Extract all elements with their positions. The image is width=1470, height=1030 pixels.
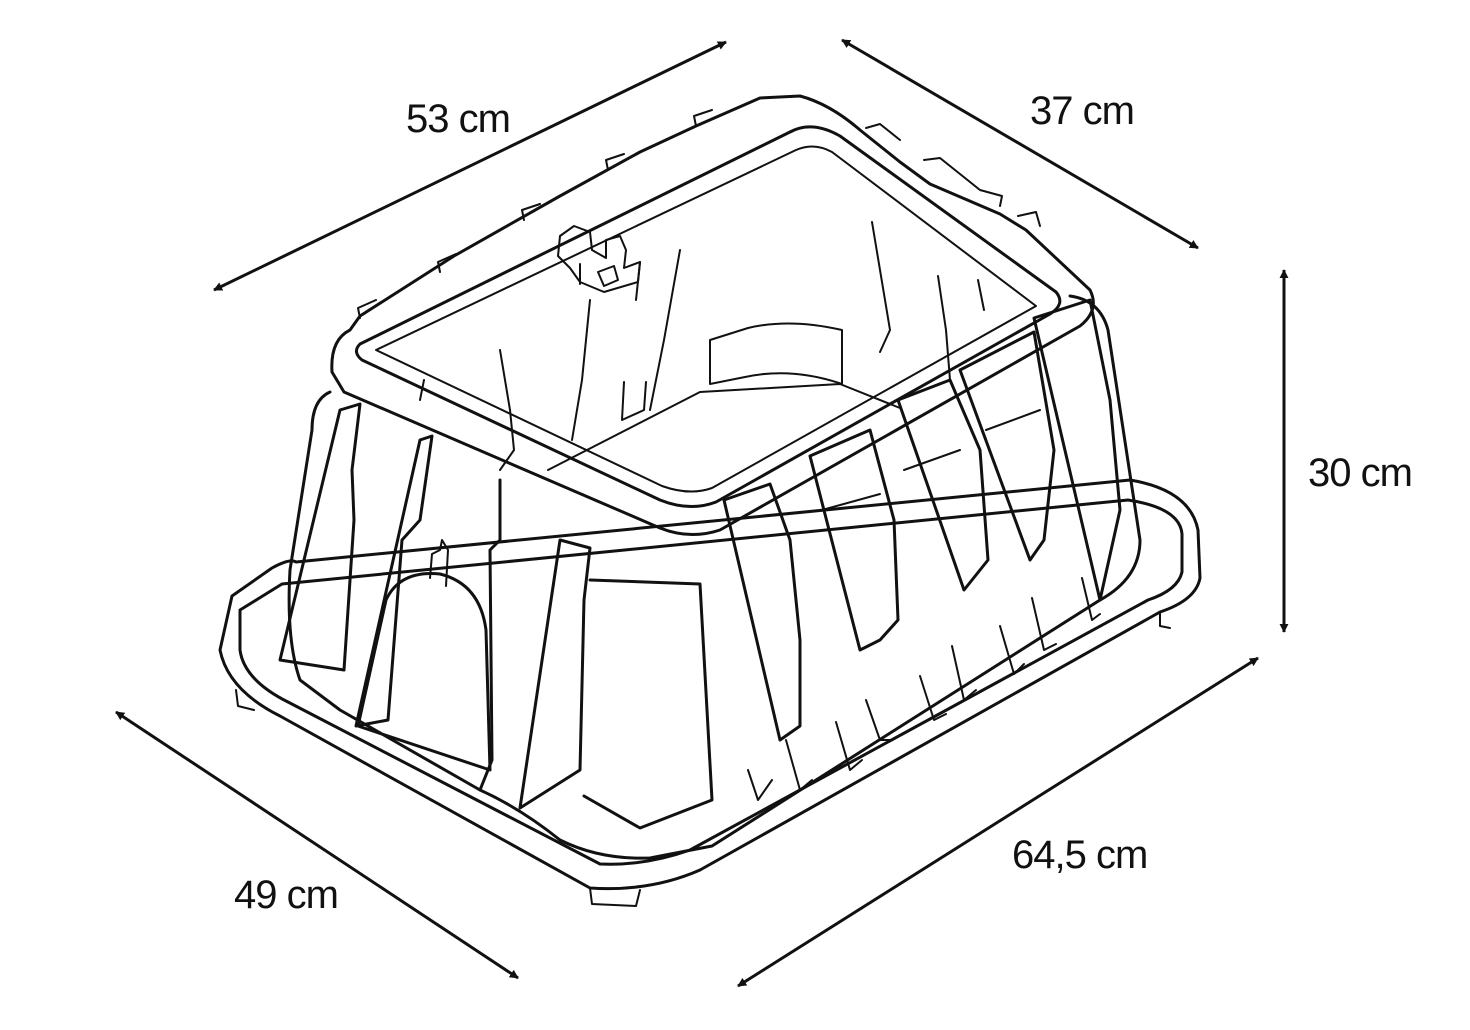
rim-notches-back: [357, 109, 713, 319]
top-rim-inner: [355, 125, 1062, 508]
base-flange-outer: [218, 478, 1202, 891]
label-top-width: 37 cm: [1030, 89, 1134, 133]
dim-arrow-bottom-length: [737, 656, 1259, 988]
base-foot-left: [235, 689, 255, 711]
top-rim-inner-2: [375, 145, 1037, 493]
lid-latch: [557, 225, 641, 301]
box-body-outline: [287, 294, 1142, 860]
base-foot-front: [589, 887, 641, 907]
front-ribs: [278, 298, 1122, 830]
dim-arrow-top-length: [213, 40, 727, 292]
dim-arrow-top-width: [841, 38, 1199, 250]
inner-cutout: [709, 322, 843, 385]
label-top-length: 53 cm: [406, 97, 510, 141]
inner-floor-edge: [547, 383, 901, 471]
label-bottom-length: 64,5 cm: [1012, 833, 1147, 877]
dim-arrow-bottom-width: [115, 710, 519, 980]
side-access-door: [356, 572, 492, 772]
inner-wall-ribs: [419, 221, 985, 471]
label-bottom-width: 49 cm: [234, 873, 338, 917]
door-tab: [429, 539, 449, 587]
label-height: 30 cm: [1308, 451, 1412, 495]
base-foot-right: [1159, 611, 1171, 629]
top-rim-outer: [330, 94, 1095, 536]
